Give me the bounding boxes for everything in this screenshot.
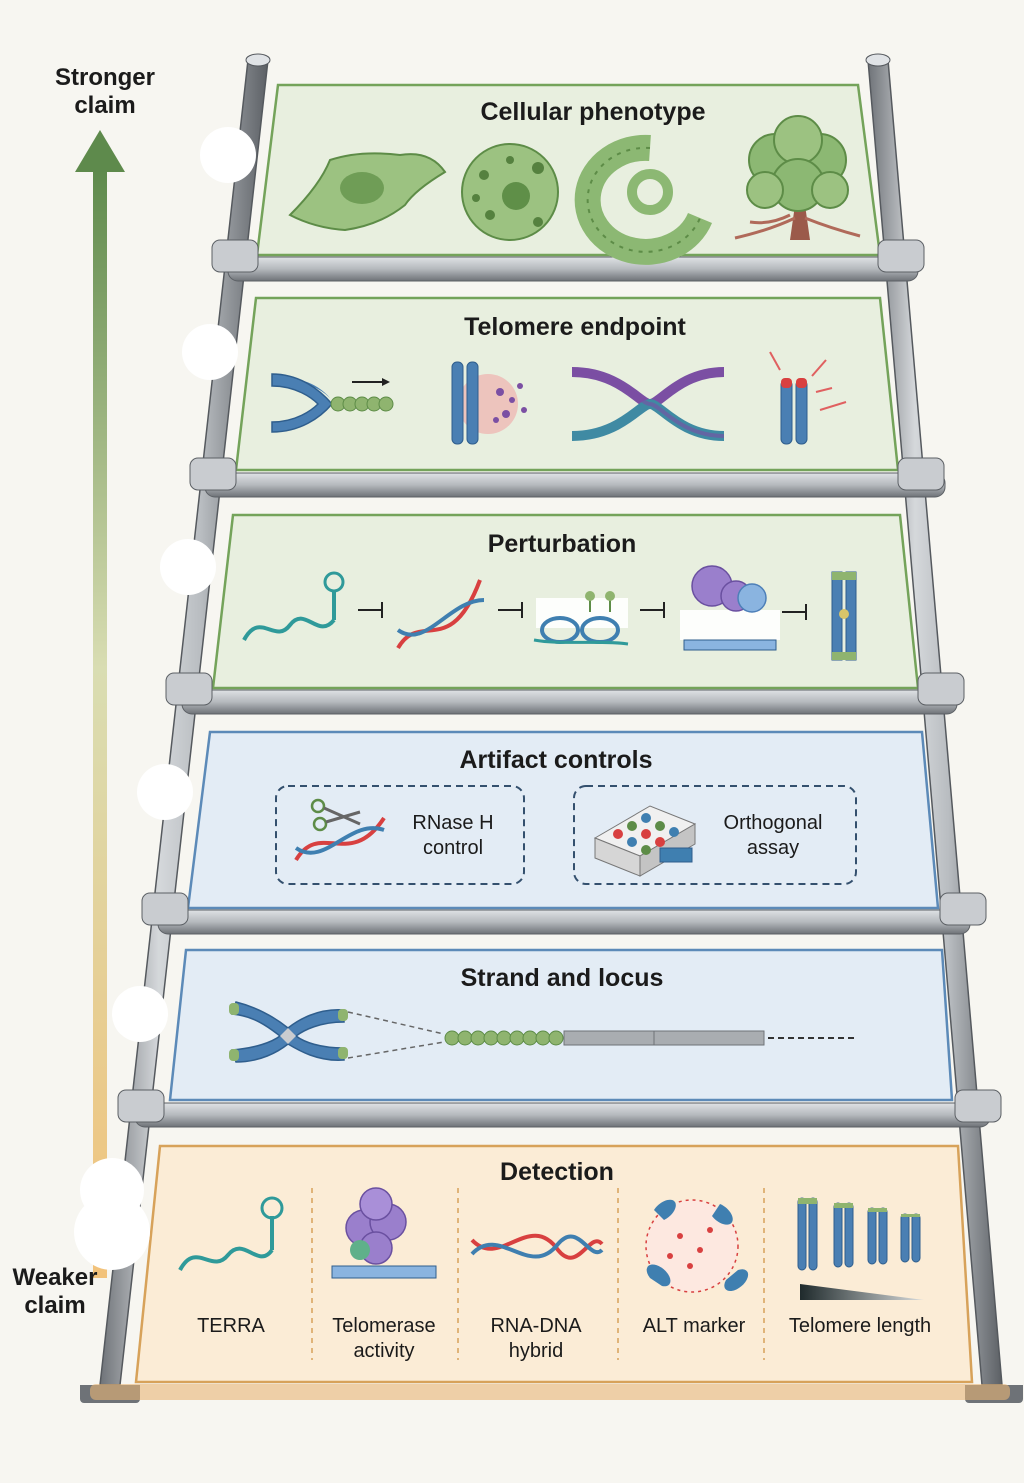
rna-dna-hybrid-icon — [470, 1233, 604, 1260]
inhibits-icon — [498, 602, 523, 618]
rung-artifact-controls — [141, 730, 987, 935]
weaker-claim-label: Weaker claim — [12, 1264, 98, 1319]
rung-strand-and-locus — [117, 948, 1002, 1128]
rung-title-artifact-controls: Artifact controls — [459, 746, 653, 774]
scissors-dna-icon — [294, 798, 386, 862]
rung-title-perturbation: Perturbation — [487, 530, 637, 558]
detection-item-label: Telomere length — [788, 1315, 932, 1337]
dna-damage-chromosome-icon — [451, 361, 527, 445]
rung-marker — [112, 986, 168, 1042]
chromosome-icon — [229, 1001, 348, 1063]
rung-marker — [182, 324, 238, 380]
organoid-icon — [574, 134, 712, 265]
orthogonal-assay-box — [573, 785, 857, 885]
orthogonal-assay-label: Orthogonal assay — [723, 812, 823, 859]
inhibits-icon — [782, 604, 807, 620]
rnase-h-control-box — [275, 785, 525, 885]
terra-rna-icon — [178, 1196, 284, 1272]
detection-item-label: RNA-DNA hybrid — [490, 1315, 582, 1362]
rung-title-detection: Detection — [500, 1158, 614, 1186]
chromatin-icon — [533, 591, 629, 646]
detection-item-label: ALT marker — [642, 1315, 746, 1337]
fibroblast-cell-icon — [288, 152, 447, 232]
chromosome-length-icon — [797, 1197, 924, 1300]
rung-title-strand-and-locus: Strand and locus — [460, 964, 664, 992]
inhibits-icon — [640, 602, 665, 618]
rung-marker — [160, 539, 216, 595]
rung-panel — [186, 730, 940, 910]
rung-panel — [134, 1144, 974, 1384]
rnase-h-control-label: RNase H control — [412, 812, 494, 859]
rung-markers — [74, 127, 256, 1270]
strength-axis — [75, 130, 125, 1278]
rung-title-cellular-phenotype: Cellular phenotype — [480, 98, 706, 126]
arrow-up-icon — [75, 130, 125, 172]
telomerase-complex-icon — [331, 1187, 437, 1279]
detection-item-label: TERRA — [197, 1315, 265, 1337]
rung-marker — [200, 127, 256, 183]
senescent-cell-icon — [461, 143, 559, 241]
rna-dna-hybrid-icon — [396, 579, 485, 650]
stronger-claim-label: Stronger claim — [54, 64, 155, 119]
telomere-elongation-icon — [271, 373, 394, 433]
rung-cellular-phenotype — [211, 83, 925, 282]
telomere-fusion-chromosome-icon — [769, 351, 847, 445]
rung-perturbation — [165, 513, 965, 715]
rung-title-telomere-endpoint: Telomere endpoint — [464, 313, 686, 341]
telomerase-complex-icon — [680, 565, 780, 651]
inhibits-icon — [358, 602, 383, 618]
chromosome-icon — [831, 571, 857, 661]
detection-item-label: Telomerase activity — [332, 1315, 436, 1362]
rung-panel — [168, 948, 954, 1102]
rung-telomere-endpoint — [189, 296, 946, 498]
tumor-tree-icon — [734, 115, 861, 240]
telomere-repeat-strand-icon — [444, 1030, 856, 1046]
assay-plate-icon — [593, 805, 697, 877]
terra-rna-icon — [242, 571, 345, 642]
axis-bar — [93, 168, 107, 1278]
rung-marker — [74, 1194, 150, 1270]
alt-body-icon — [645, 1199, 749, 1293]
rung-marker — [137, 764, 193, 820]
rung-detection — [90, 1144, 1010, 1400]
recombination-crossover-icon — [571, 367, 725, 441]
